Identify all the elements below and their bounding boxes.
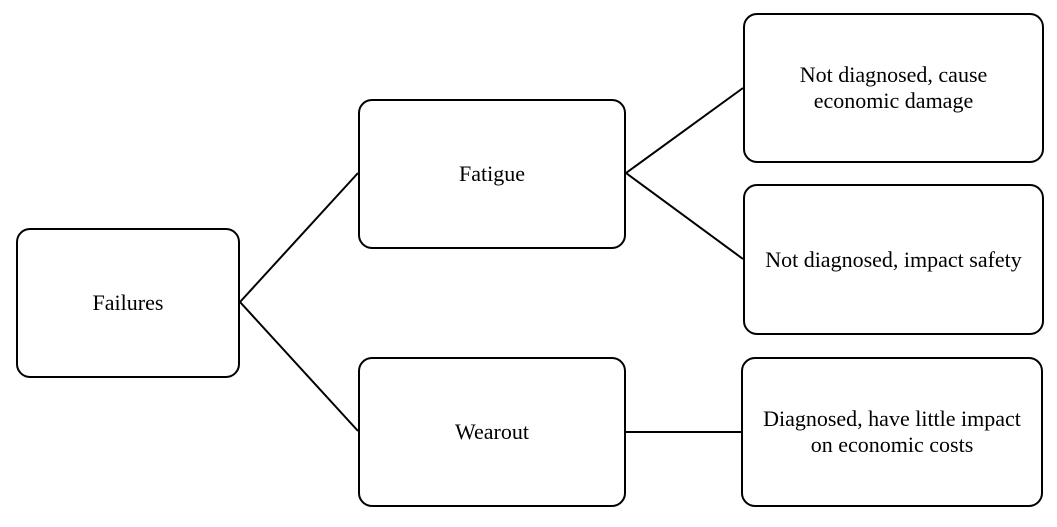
node-failures-label: Failures — [92, 290, 164, 316]
node-diagnosed-little-impact: Diagnosed, have little impact on economi… — [741, 357, 1043, 507]
connector-failures-wearout — [239, 301, 359, 432]
node-failures: Failures — [16, 228, 240, 378]
connector-failures-fatigue — [239, 172, 359, 303]
node-wearout: Wearout — [358, 357, 626, 507]
node-fatigue-label: Fatigue — [459, 161, 525, 187]
connector-fatigue-econ — [625, 87, 744, 174]
node-not-diagnosed-impact-safety: Not diagnosed, impact safety — [743, 184, 1044, 335]
node-not-diagnosed-economic-damage-label: Not diagnosed, cause economic damage — [799, 62, 988, 113]
connector-fatigue-safety — [625, 172, 744, 260]
node-fatigue: Fatigue — [358, 99, 626, 249]
node-not-diagnosed-impact-safety-label: Not diagnosed, impact safety — [765, 246, 1022, 272]
node-not-diagnosed-economic-damage: Not diagnosed, cause economic damage — [743, 13, 1044, 163]
node-diagnosed-little-impact-label: Diagnosed, have little impact on economi… — [763, 406, 1021, 457]
node-wearout-label: Wearout — [455, 419, 529, 445]
